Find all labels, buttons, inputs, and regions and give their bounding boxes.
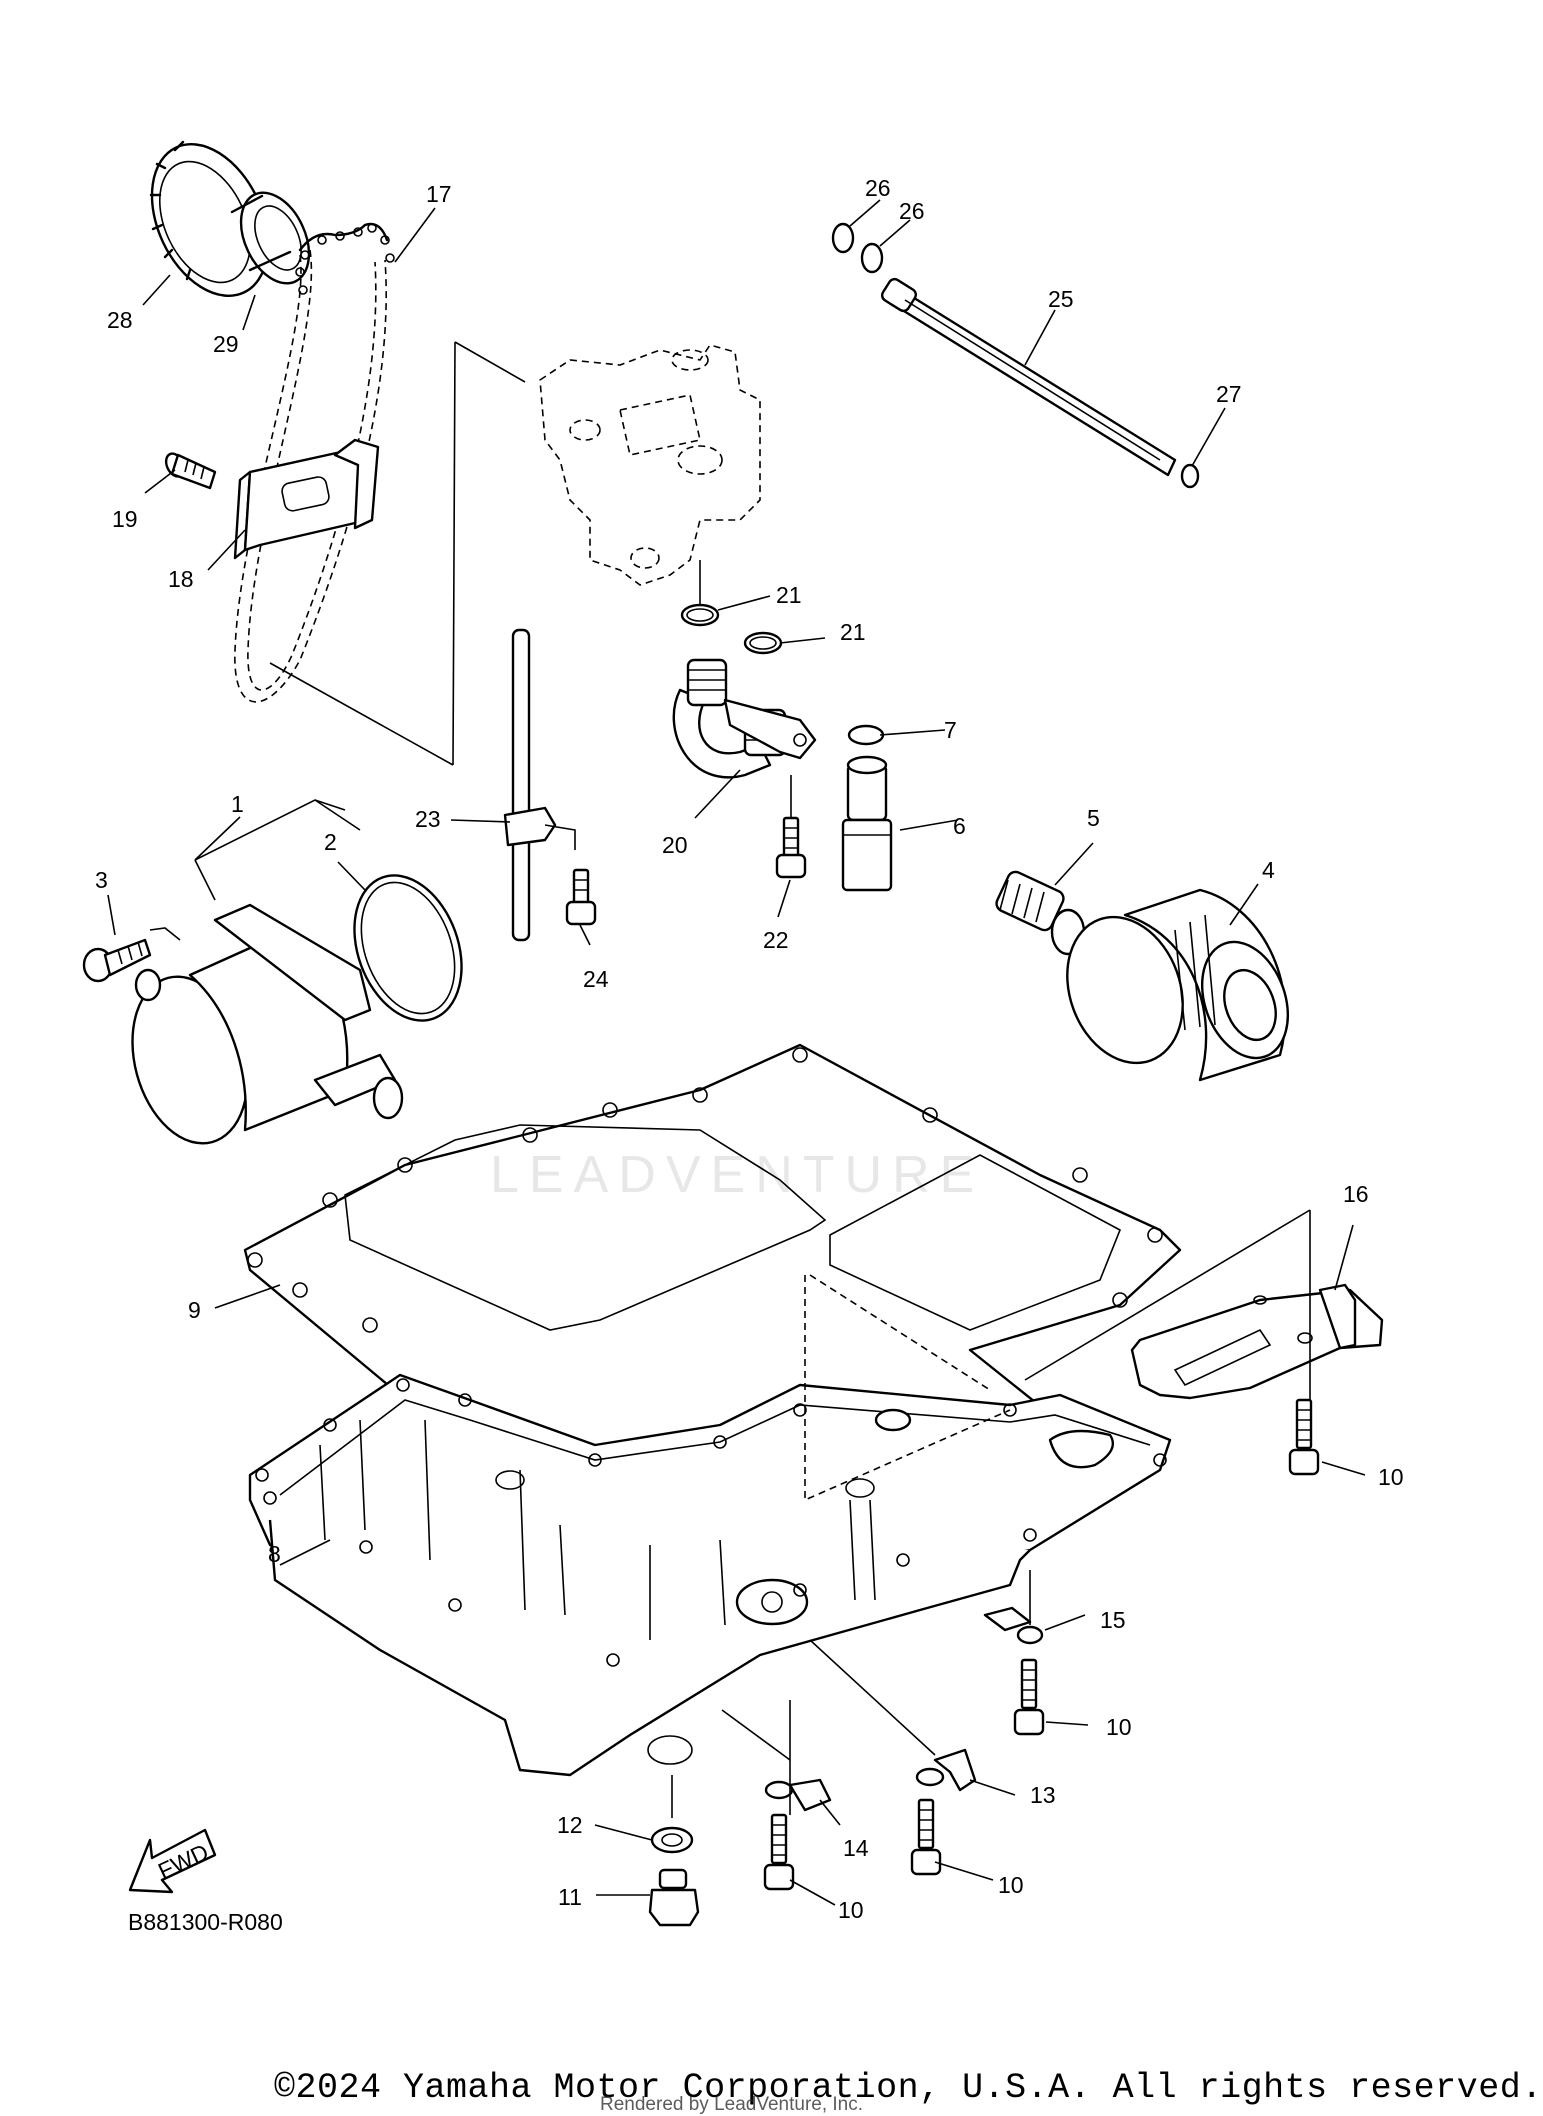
oil-pump-assembly bbox=[539, 344, 761, 586]
oil-delivery-pipe-long[interactable] bbox=[880, 277, 1177, 477]
pipe-bolt[interactable] bbox=[775, 816, 807, 879]
pan-bolt-mid[interactable] bbox=[910, 1798, 942, 1876]
callout-1[interactable]: 1 bbox=[231, 791, 244, 817]
oil-cooler[interactable] bbox=[115, 903, 404, 1156]
callout-15[interactable]: 15 bbox=[1100, 1607, 1126, 1633]
drain-bolt[interactable] bbox=[648, 1868, 700, 1927]
o-ring-26b[interactable] bbox=[860, 242, 884, 274]
relief-valve[interactable] bbox=[841, 755, 893, 892]
callout-21b[interactable]: 21 bbox=[840, 619, 866, 645]
callout-8[interactable]: 8 bbox=[268, 1541, 281, 1567]
diagram-code: B881300-R080 bbox=[128, 1909, 283, 1935]
callout-19[interactable]: 19 bbox=[112, 506, 138, 532]
callout-26a[interactable]: 26 bbox=[865, 175, 891, 201]
callout-5[interactable]: 5 bbox=[1087, 805, 1100, 831]
callout-28[interactable]: 28 bbox=[107, 307, 133, 333]
oil-filter-union-bolt[interactable] bbox=[994, 869, 1086, 956]
callout-24[interactable]: 24 bbox=[583, 966, 609, 992]
clamp-13[interactable] bbox=[915, 1748, 977, 1792]
parts-diagram: FWD bbox=[82, 140, 1404, 1935]
oil-cooler-o-ring[interactable] bbox=[335, 860, 480, 1035]
callout-4[interactable]: 4 bbox=[1262, 857, 1275, 883]
chain-guide-bolt[interactable] bbox=[163, 451, 217, 490]
pan-bolt-mid-right[interactable] bbox=[1013, 1658, 1045, 1736]
callout-16[interactable]: 16 bbox=[1343, 1181, 1369, 1207]
callout-6[interactable]: 6 bbox=[953, 813, 966, 839]
callout-23[interactable]: 23 bbox=[415, 806, 441, 832]
o-ring-27[interactable] bbox=[1180, 463, 1200, 489]
callout-3[interactable]: 3 bbox=[95, 867, 108, 893]
callout-14[interactable]: 14 bbox=[843, 1835, 869, 1861]
relief-valve-o-ring[interactable] bbox=[847, 724, 885, 746]
callout-10a[interactable]: 10 bbox=[1378, 1464, 1404, 1490]
callout-10b[interactable]: 10 bbox=[1106, 1714, 1132, 1740]
oil-strainer-pipe[interactable] bbox=[503, 628, 576, 942]
leader-lines bbox=[107, 199, 1366, 1906]
callout-9[interactable]: 9 bbox=[188, 1297, 201, 1323]
callout-2[interactable]: 2 bbox=[324, 829, 337, 855]
callout-7[interactable]: 7 bbox=[944, 717, 957, 743]
callout-22[interactable]: 22 bbox=[763, 927, 789, 953]
oil-pan[interactable] bbox=[248, 1373, 1172, 1777]
callout-10c[interactable]: 10 bbox=[998, 1872, 1024, 1898]
callout-13[interactable]: 13 bbox=[1030, 1782, 1056, 1808]
callout-25[interactable]: 25 bbox=[1048, 286, 1074, 312]
callout-21a[interactable]: 21 bbox=[776, 582, 802, 608]
oil-pan-bracket[interactable] bbox=[1130, 1283, 1384, 1400]
forward-direction-arrow: FWD bbox=[128, 1828, 217, 1894]
chain-guide[interactable] bbox=[233, 438, 380, 560]
oil-cooler-bolt[interactable] bbox=[82, 938, 152, 983]
copyright-notice: ©2024 Yamaha Motor Corporation, U.S.A. A… bbox=[274, 2068, 1543, 2108]
oil-delivery-pipe[interactable] bbox=[672, 658, 817, 779]
oil-pump-drive-bearing[interactable] bbox=[228, 182, 323, 294]
callout-27[interactable]: 27 bbox=[1216, 381, 1242, 407]
pan-bolt-right[interactable] bbox=[1288, 1398, 1320, 1476]
callout-12[interactable]: 12 bbox=[557, 1812, 583, 1838]
drain-bolt-gasket[interactable] bbox=[650, 1826, 694, 1854]
callout-29[interactable]: 29 bbox=[213, 331, 239, 357]
oil-filter-cartridge[interactable] bbox=[1048, 888, 1303, 1082]
clamp-15[interactable] bbox=[983, 1606, 1044, 1645]
callout-20[interactable]: 20 bbox=[662, 832, 688, 858]
strainer-bolt[interactable] bbox=[565, 868, 597, 926]
callout-26b[interactable]: 26 bbox=[899, 198, 925, 224]
clamp-14[interactable] bbox=[764, 1778, 832, 1812]
callout-17[interactable]: 17 bbox=[426, 181, 452, 207]
callout-labels: 1 2 3 4 5 6 7 8 9 10 10 10 10 11 12 13 1… bbox=[95, 175, 1404, 1923]
callout-18[interactable]: 18 bbox=[168, 566, 194, 592]
callout-11[interactable]: 11 bbox=[558, 1884, 582, 1910]
pan-bolt-left[interactable] bbox=[763, 1813, 795, 1891]
callout-10d[interactable]: 10 bbox=[838, 1897, 864, 1923]
rendered-by-notice: Rendered by LeadVenture, Inc. bbox=[600, 2094, 864, 2115]
o-ring-26a[interactable] bbox=[831, 222, 855, 254]
